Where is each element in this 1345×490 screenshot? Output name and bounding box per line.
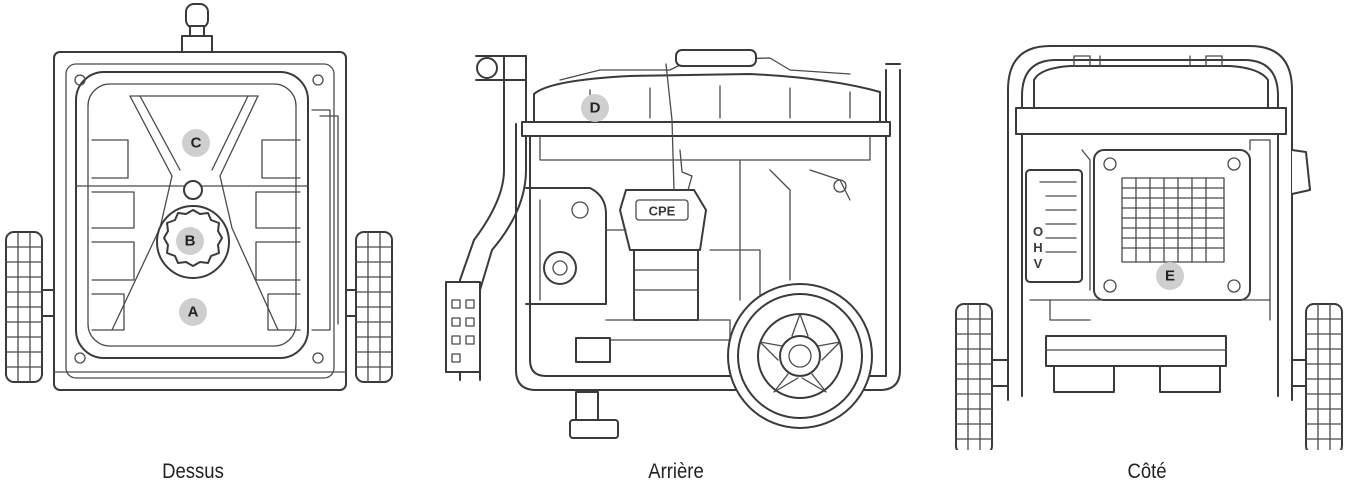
fuel-gauge-icon <box>183 180 203 200</box>
caption-side-view: Côté <box>1127 460 1167 483</box>
svg-text:H: H <box>1033 240 1042 255</box>
wheel-icon <box>727 283 873 429</box>
svg-text:O: O <box>1033 224 1043 239</box>
svg-text:C: C <box>191 135 202 152</box>
callout-b: B <box>176 227 204 255</box>
left-wheel-icon <box>5 231 57 383</box>
svg-text:V: V <box>1034 256 1043 271</box>
right-wheel-icon <box>1291 303 1343 450</box>
air-grille-icon <box>1093 149 1251 301</box>
engine-cover-label: CPE <box>649 204 676 219</box>
svg-text:D: D <box>590 100 601 117</box>
svg-text:E: E <box>1165 268 1175 285</box>
callout-a: A <box>179 298 207 326</box>
top-view-drawing: C B A <box>5 3 393 391</box>
callout-e: E <box>1156 262 1184 290</box>
engine-icon: CPE <box>619 63 707 321</box>
right-wheel-icon <box>341 231 393 383</box>
left-wheel-icon <box>955 303 1009 450</box>
side-view-drawing: O H V E <box>955 45 1343 450</box>
handle-arm-icon <box>445 55 527 381</box>
callout-c: C <box>182 129 210 157</box>
caption-top-view: Dessus <box>162 460 224 483</box>
svg-text:A: A <box>188 304 199 321</box>
svg-text:B: B <box>185 233 196 250</box>
caption-rear-view: Arrière <box>648 460 704 483</box>
rear-view-drawing: CPE D <box>445 49 901 439</box>
ohv-label: O H V <box>1033 224 1043 271</box>
callout-d: D <box>581 94 609 122</box>
